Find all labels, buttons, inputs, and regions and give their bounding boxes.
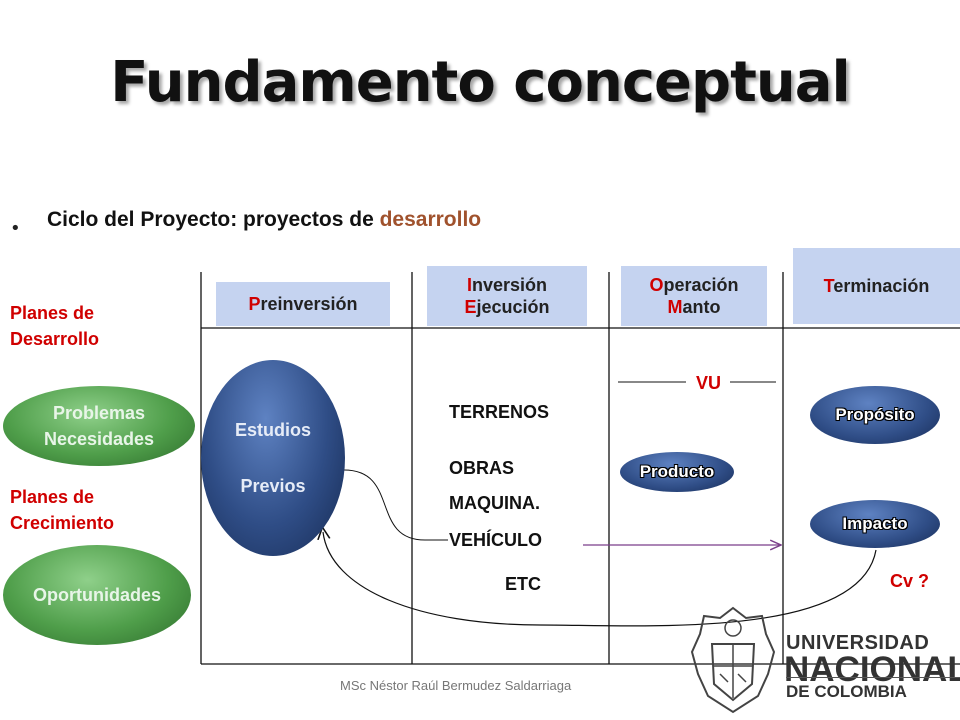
bullet-accent: desarrollo [379,208,482,231]
oportunidades-ellipse: Oportunidades [3,545,191,645]
phase-inversion-label-1: Inversión [466,275,548,295]
phase-preinversion-label: Preinversión [248,294,358,314]
producto-pill: Producto [620,452,734,492]
planes-desarrollo: Planes de Desarrollo [10,300,99,352]
phase-inversion: Inversión Ejecución [427,266,587,326]
planes-desarrollo-line-2: Desarrollo [10,329,100,349]
phase-operacion: Operación Manto [621,266,767,326]
item-maquina: MAQUINA. [449,493,540,513]
impacto-label: Impacto [842,514,908,533]
bullet-text: Ciclo del Proyecto: proyectos de desarro… [47,208,481,232]
phase-operacion-label-1: Operación [649,275,739,295]
logo-line-3: DE COLOMBIA [786,682,907,701]
planes-crecimiento: Planes de Crecimiento [10,484,114,536]
phase-terminacion-label: Terminación [823,276,930,296]
logo-line-2: NACIONAL [784,650,960,689]
logo-line-1: UNIVERSIDAD [786,632,930,654]
problemas-line-1: Problemas [52,403,146,423]
university-seal-icon [690,606,776,714]
logo-divider [786,677,960,678]
slide-title: Fundamento conceptual [110,50,850,115]
bullet-icon: • [10,218,21,239]
estudios-line-1: Estudios [234,420,311,440]
bullet-prefix: Ciclo del Proyecto: proyectos de [47,208,380,231]
estudios-line-2: Previos [240,476,306,496]
proposito-label: Propósito [835,405,915,424]
proposito-pill: Propósito [810,386,940,444]
problemas-ellipse: Problemas Necesidades [3,386,195,466]
cv-label: Cv ? [890,571,930,591]
feedback-arrow [323,532,877,627]
planes-desarrollo-line-1: Planes de [10,303,95,323]
vu-label: VU [696,373,722,393]
impacto-pill: Impacto [810,500,940,548]
item-terrenos: TERRENOS [449,402,550,422]
oportunidades-label: Oportunidades [32,585,161,605]
connector-curve [343,469,448,541]
footer-author: MSc Néstor Raúl Bermudez Saldarriaga [340,678,572,693]
producto-label: Producto [639,462,715,481]
planes-crecimiento-line-1: Planes de [10,487,95,507]
problemas-line-2: Necesidades [43,429,155,449]
item-obras: OBRAS [449,458,515,478]
estudios-previos-ellipse: Estudios Previos [201,360,345,556]
item-vehiculo: VEHÍCULO [449,530,543,550]
planes-crecimiento-line-2: Crecimiento [10,513,115,533]
phase-preinversion: Preinversión [216,282,390,326]
phase-inversion-label-2: Ejecución [464,297,550,317]
item-etc: ETC [505,574,541,594]
phase-terminacion: Terminación [793,248,960,324]
phase-operacion-label-2: Manto [667,297,721,317]
